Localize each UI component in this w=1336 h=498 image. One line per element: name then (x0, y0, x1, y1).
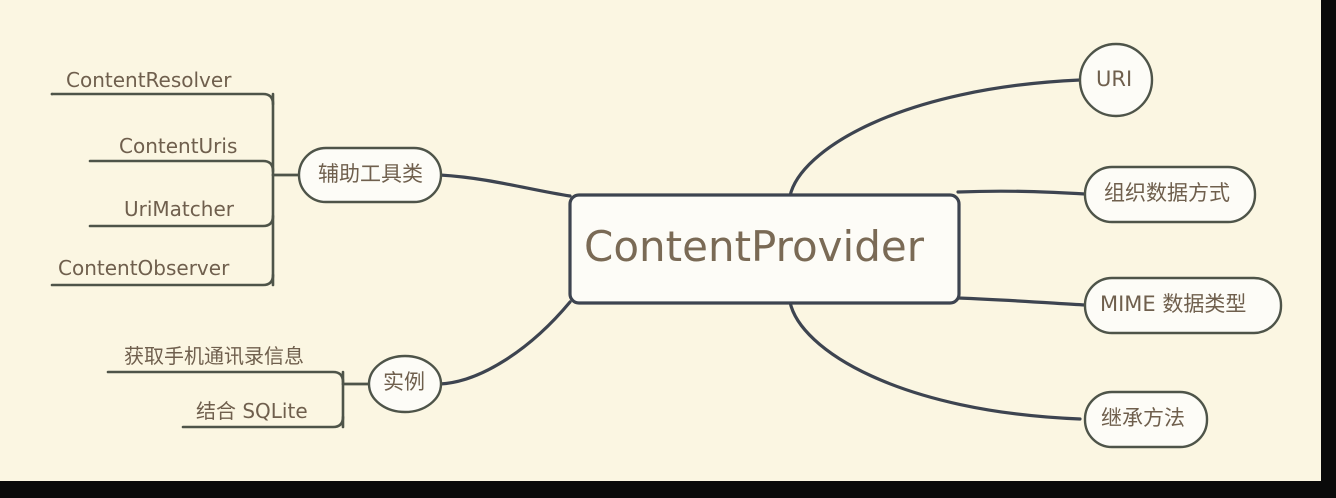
connector-center-uri (788, 78, 1082, 198)
leaf-connector-contentobserver (50, 273, 275, 287)
connector-center-inherited-methods (788, 300, 1082, 421)
mime-type-node-label[interactable]: MIME 数据类型 (1100, 292, 1247, 316)
frame-right-edge (1321, 0, 1336, 498)
auxiliary-tools-node-label[interactable]: 辅助工具类 (318, 162, 423, 186)
leaf-connector-contentresolver (50, 92, 275, 106)
leaf-label-contenturis[interactable]: ContentUris (119, 134, 238, 158)
leaf-label-contacts[interactable]: 获取手机通讯录信息 (124, 344, 304, 368)
frame-bottom-edge (0, 481, 1336, 498)
auxiliary-tools-node-shape (297, 146, 443, 204)
uri-node-label[interactable]: URI (1096, 67, 1133, 91)
center-node-shape (568, 193, 961, 305)
inherited-methods-node-label[interactable]: 继承方法 (1101, 406, 1185, 430)
mime-type-node-shape (1083, 276, 1283, 335)
leaf-label-sqlite[interactable]: 结合 SQLite (196, 399, 308, 423)
leaf-connector-contenturis (88, 159, 275, 173)
examples-node-shape (367, 354, 443, 414)
connector-center-data-organization (956, 189, 1087, 196)
leaf-connector-sqlite (181, 415, 345, 429)
leaf-connector-urimatcher (88, 214, 275, 228)
connector-center-mime-type (956, 296, 1087, 307)
center-node-label[interactable]: ContentProvider (584, 222, 924, 271)
inherited-methods-node-shape (1083, 390, 1209, 449)
examples-node-label[interactable]: 实例 (383, 370, 425, 394)
leaf-connector-contacts (106, 370, 345, 384)
data-organization-node-label[interactable]: 组织数据方式 (1104, 181, 1230, 205)
uri-node-shape (1078, 42, 1154, 118)
leaf-label-contentobserver[interactable]: ContentObserver (58, 256, 230, 280)
connector-center-examples (438, 300, 572, 386)
leaf-label-contentresolver[interactable]: ContentResolver (66, 68, 232, 92)
connector-center-auxiliary-tools (438, 173, 572, 198)
leaf-label-urimatcher[interactable]: UriMatcher (124, 197, 234, 221)
data-organization-node-shape (1083, 165, 1257, 224)
